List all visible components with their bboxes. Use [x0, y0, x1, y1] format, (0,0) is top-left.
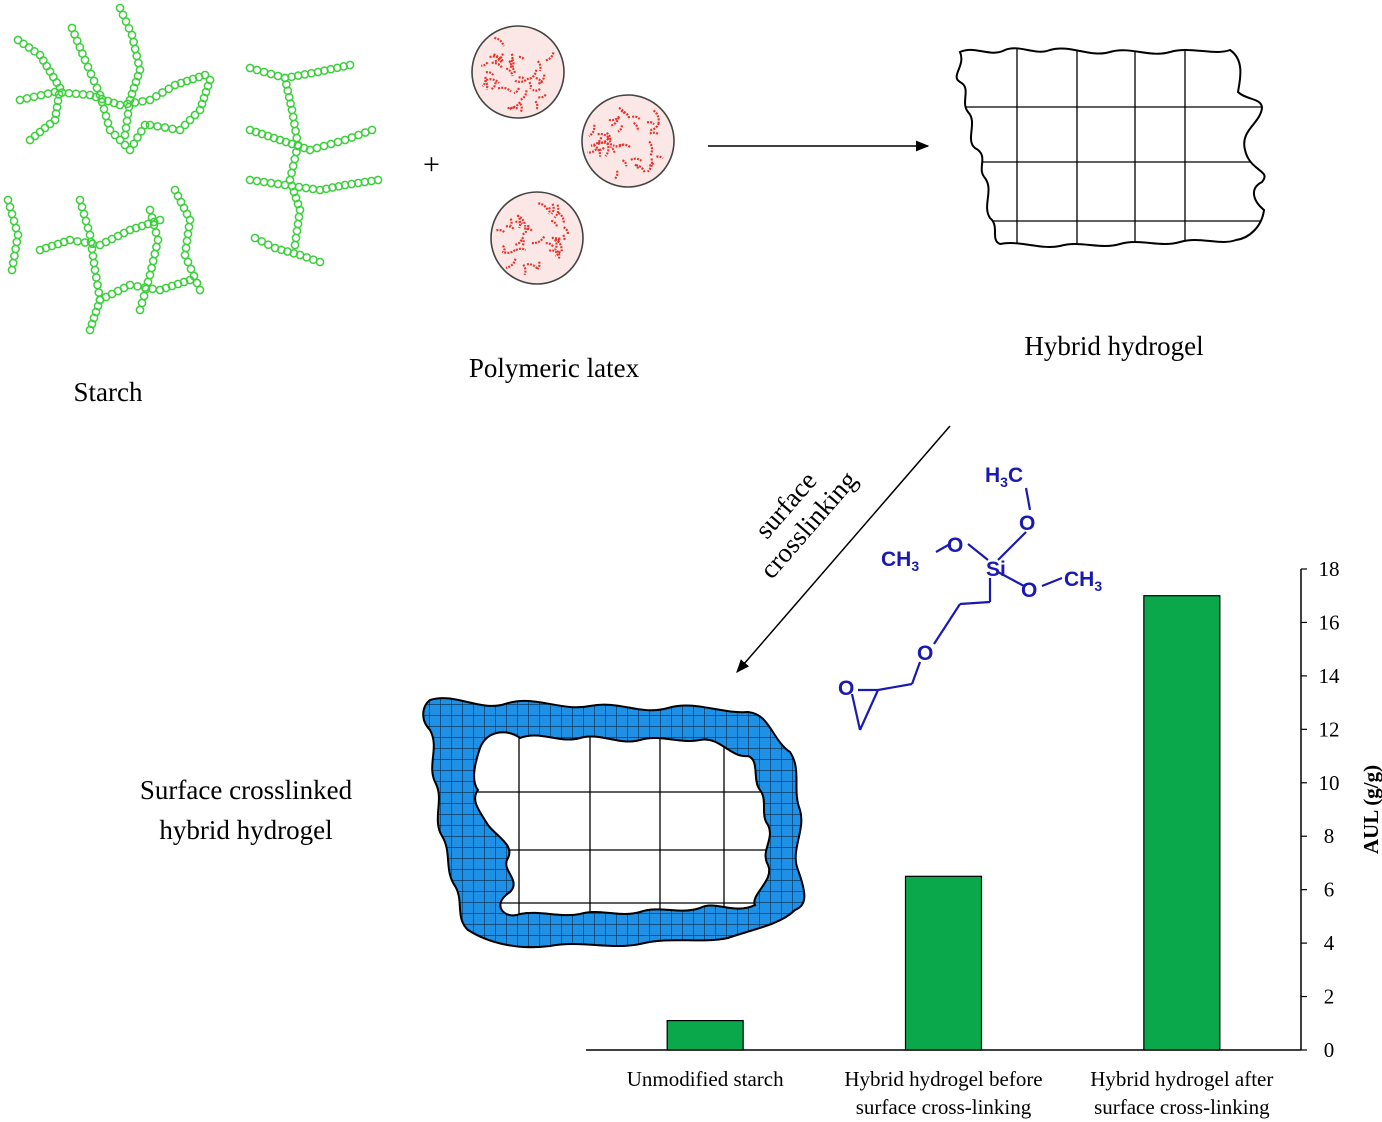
oxygen-2: O	[947, 534, 963, 557]
oxygen-4: O	[917, 642, 933, 665]
y-tick-label: 18	[1319, 557, 1340, 581]
y-tick-label: 8	[1324, 824, 1335, 848]
latex-label: Polymeric latex	[469, 353, 640, 383]
x-category-label: Hybrid hydrogel before	[844, 1067, 1042, 1091]
surface-crosslinked-label-line1: Surface crosslinked	[140, 775, 353, 805]
x-category-label: Hybrid hydrogel after	[1090, 1067, 1273, 1091]
silicon-atom: Si	[986, 558, 1006, 581]
bar	[1143, 595, 1221, 1051]
y-axis-label: AUL (g/g)	[1359, 765, 1382, 854]
y-tick-label: 2	[1324, 985, 1335, 1009]
x-category-label: surface cross-linking	[856, 1095, 1032, 1119]
starch-label: Starch	[74, 377, 143, 407]
latex-particle	[490, 191, 584, 285]
surface-crosslinked-label-line2: hybrid hydrogel	[159, 815, 332, 845]
latex-particle	[581, 94, 675, 188]
plus-sign: +	[423, 148, 440, 181]
crosslinking-arrow	[736, 425, 951, 674]
y-tick-label: 14	[1319, 664, 1341, 688]
x-category-label: surface cross-linking	[1094, 1095, 1270, 1119]
x-category-label: Unmodified starch	[627, 1067, 784, 1091]
y-tick-label: 0	[1324, 1038, 1335, 1062]
silane-molecule: H3C O CH3 O Si O CH3 O O	[838, 464, 1102, 731]
ch3-left: CH3	[881, 548, 919, 574]
hybrid-hydrogel-network	[955, 47, 1266, 248]
crosslinking-arrow-label: surface crosslinking	[749, 465, 863, 584]
h3c-group: H3C	[985, 464, 1023, 490]
latex-particles	[471, 25, 675, 285]
bar	[904, 875, 983, 1051]
y-tick-label: 16	[1319, 610, 1340, 634]
hybrid-hydrogel-label: Hybrid hydrogel	[1024, 331, 1203, 361]
y-tick-label: 12	[1319, 717, 1340, 741]
surface-crosslinked-hydrogel	[422, 697, 806, 949]
y-tick-label: 4	[1324, 931, 1335, 955]
epoxide-oxygen: O	[838, 677, 854, 700]
oxygen-1: O	[1019, 512, 1035, 535]
y-tick-label: 6	[1324, 878, 1335, 902]
bar	[666, 1020, 744, 1051]
y-tick-label: 10	[1319, 771, 1340, 795]
starch-chains	[3, 3, 383, 335]
oxygen-3: O	[1021, 579, 1037, 602]
latex-particle	[471, 25, 565, 119]
ch3-right: CH3	[1064, 568, 1102, 594]
